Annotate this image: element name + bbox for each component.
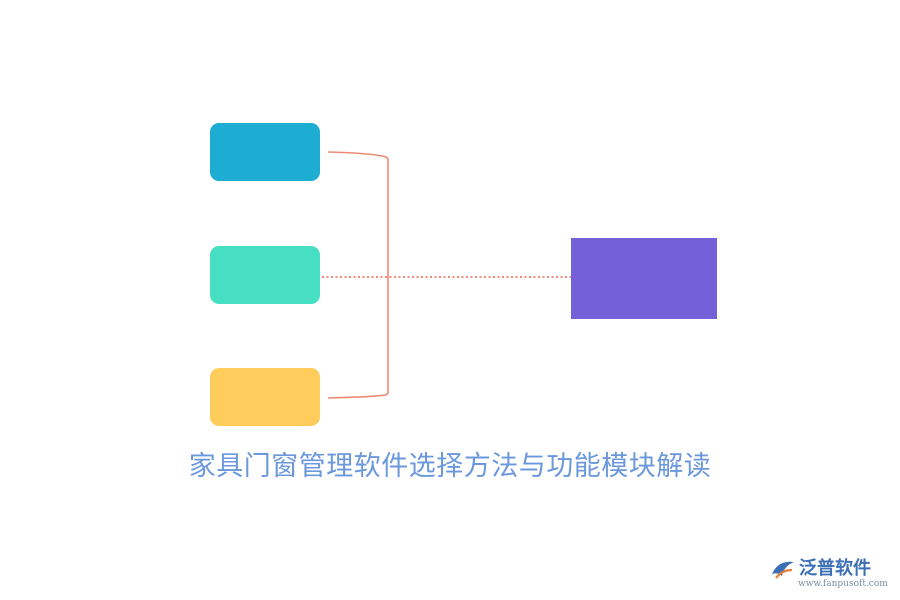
brand-name: 泛普软件 [799, 558, 871, 579]
teal-box [210, 246, 320, 304]
blue-box [210, 123, 320, 181]
diagram-title: 家具门窗管理软件选择方法与功能模块解读 [188, 451, 712, 482]
brand-logo-icon [772, 561, 794, 579]
brand-url: www.fanpusoft.com [798, 579, 888, 589]
bracket-line [327, 151, 389, 399]
yellow-box [210, 368, 320, 426]
brand-watermark: 泛普软件 www.fanpusoft.com [768, 552, 896, 592]
purple-target-box [571, 238, 717, 319]
